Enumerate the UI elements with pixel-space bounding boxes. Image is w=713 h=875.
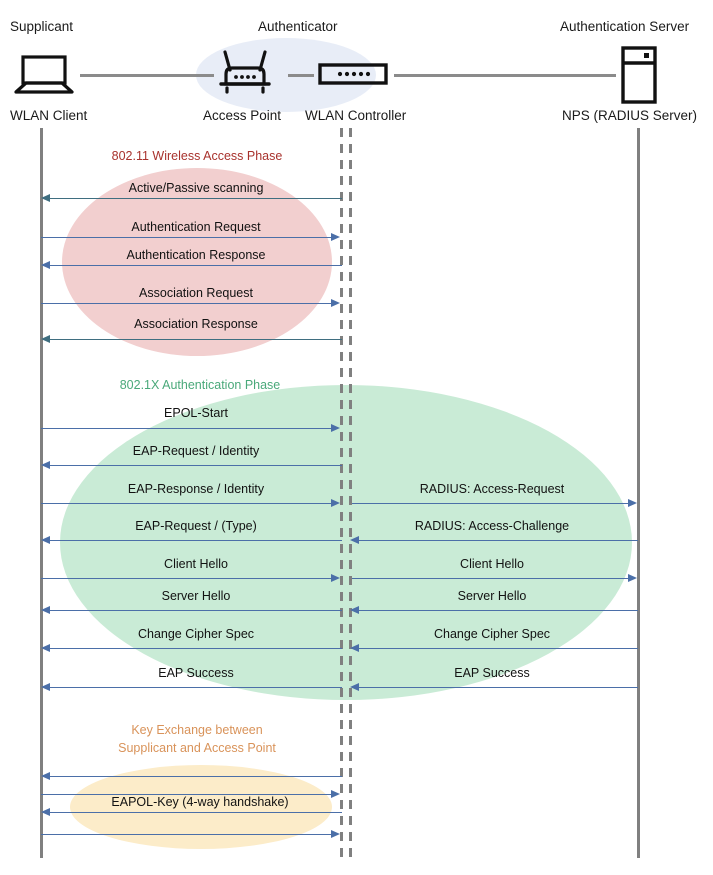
arrowhead-right-icon bbox=[628, 574, 637, 582]
lifeline-supplicant bbox=[40, 128, 43, 858]
arrowhead-right-icon bbox=[628, 499, 637, 507]
arrowhead-right-icon bbox=[331, 424, 340, 432]
arrowhead-left-icon bbox=[41, 194, 50, 202]
arrowhead-right-icon bbox=[331, 499, 340, 507]
message-label: EAP Success bbox=[158, 666, 234, 680]
message-line bbox=[41, 578, 334, 579]
message-line bbox=[43, 465, 342, 466]
message-label: RADIUS: Access-Challenge bbox=[414, 519, 570, 533]
message-label: Server Hello bbox=[457, 589, 527, 603]
laptop-icon bbox=[14, 55, 74, 94]
arrowhead-left-icon bbox=[41, 606, 50, 614]
message-label: Server Hello bbox=[161, 589, 231, 603]
arrowhead-left-icon bbox=[41, 335, 50, 343]
phase-ellipse-wireless-access bbox=[62, 168, 332, 356]
arrowhead-left-icon bbox=[41, 772, 50, 780]
lifeline-authenticator-a bbox=[340, 128, 343, 858]
message-label: EAP-Response / Identity bbox=[127, 482, 265, 496]
message-line bbox=[353, 687, 638, 688]
message-label: EPOL-Start bbox=[164, 406, 228, 420]
message-line bbox=[41, 794, 334, 795]
message-line bbox=[353, 610, 638, 611]
lifeline-authenticator-b bbox=[349, 128, 352, 858]
arrowhead-right-icon bbox=[331, 790, 340, 798]
message-label: Authentication Response bbox=[126, 248, 266, 262]
actor-caption-access-point: Access Point bbox=[203, 108, 282, 123]
arrowhead-left-icon bbox=[41, 261, 50, 269]
arrowhead-right-icon bbox=[331, 830, 340, 838]
arrowhead-left-icon bbox=[41, 808, 50, 816]
arrowhead-left-icon bbox=[350, 536, 359, 544]
arrowhead-right-icon bbox=[331, 299, 340, 307]
message-line bbox=[43, 265, 342, 266]
message-label: EAP-Request / (Type) bbox=[135, 519, 257, 533]
arrowhead-left-icon bbox=[350, 644, 359, 652]
message-line bbox=[41, 834, 334, 835]
network-controller-icon bbox=[318, 63, 388, 85]
message-label: Client Hello bbox=[460, 557, 524, 571]
actor-title-authentication-server: Authentication Server bbox=[560, 19, 690, 34]
phase-label-wireless-access: 802.11 Wireless Access Phase bbox=[111, 149, 283, 163]
message-label: Authentication Request bbox=[131, 220, 261, 234]
wireless-router-icon bbox=[219, 50, 271, 94]
message-label: Change Cipher Spec bbox=[137, 627, 255, 641]
arrowhead-right-icon bbox=[331, 574, 340, 582]
wire-controller-to-server bbox=[394, 74, 616, 77]
message-line bbox=[41, 428, 334, 429]
message-line bbox=[352, 503, 631, 504]
message-label: EAP-Request / Identity bbox=[132, 444, 260, 458]
wire-client-to-ap bbox=[80, 74, 214, 77]
actor-title-authenticator: Authenticator bbox=[258, 19, 338, 34]
message-label: Association Response bbox=[134, 317, 258, 331]
arrowhead-left-icon bbox=[41, 683, 50, 691]
arrowhead-left-icon bbox=[350, 606, 359, 614]
message-label: RADIUS: Access-Request bbox=[419, 482, 565, 496]
arrowhead-left-icon bbox=[350, 683, 359, 691]
message-line bbox=[43, 812, 342, 813]
actor-title-supplicant: Supplicant bbox=[10, 19, 74, 34]
arrowhead-left-icon bbox=[41, 536, 50, 544]
actor-caption-wlan-controller: WLAN Controller bbox=[305, 108, 407, 123]
message-line bbox=[41, 303, 334, 304]
actor-caption-nps-radius-server: NPS (RADIUS Server) bbox=[562, 108, 698, 123]
message-line bbox=[43, 540, 342, 541]
message-line bbox=[352, 578, 631, 579]
arrowhead-left-icon bbox=[41, 461, 50, 469]
message-line bbox=[43, 198, 342, 199]
server-icon bbox=[621, 46, 657, 104]
actor-caption-wlan-client: WLAN Client bbox=[10, 108, 88, 123]
message-line bbox=[41, 503, 334, 504]
message-line bbox=[43, 687, 342, 688]
message-line bbox=[353, 648, 638, 649]
message-label: EAP Success bbox=[454, 666, 530, 680]
lifeline-authentication-server bbox=[637, 128, 640, 858]
wire-ap-to-controller bbox=[288, 74, 314, 77]
message-line bbox=[41, 237, 334, 238]
message-line bbox=[43, 339, 342, 340]
message-label: Change Cipher Spec bbox=[433, 627, 551, 641]
message-label: Client Hello bbox=[164, 557, 228, 571]
message-label: Active/Passive scanning bbox=[128, 181, 264, 195]
message-label: EAPOL-Key (4-way handshake) bbox=[111, 795, 289, 809]
message-line bbox=[43, 648, 342, 649]
message-label: Association Request bbox=[139, 286, 253, 300]
arrowhead-left-icon bbox=[41, 644, 50, 652]
phase-label-key-exchange: Key Exchange between Supplicant and Acce… bbox=[118, 723, 276, 755]
message-line bbox=[353, 540, 638, 541]
phase-label-authentication: 802.1X Authentication Phase bbox=[119, 378, 281, 392]
phase-ellipse-authentication bbox=[60, 385, 632, 700]
phase-ellipse-key-exchange bbox=[70, 765, 332, 849]
message-line bbox=[43, 776, 342, 777]
message-line bbox=[43, 610, 342, 611]
arrowhead-right-icon bbox=[331, 233, 340, 241]
